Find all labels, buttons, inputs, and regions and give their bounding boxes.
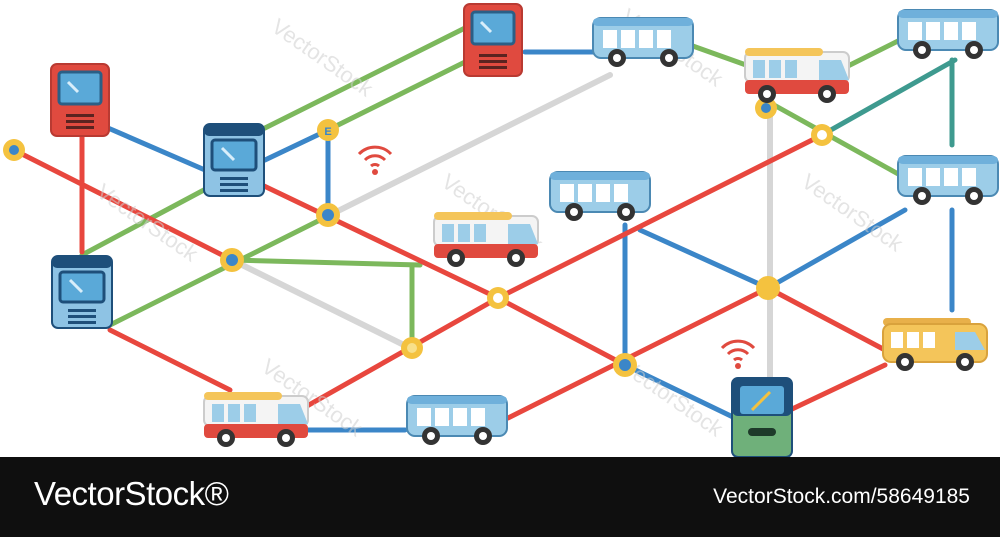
footer-bar: VectorStock® VectorStock.com/58649185 bbox=[0, 457, 1000, 537]
station-node-icon bbox=[220, 248, 244, 272]
station-node-icon bbox=[613, 353, 637, 377]
bus-side-icon bbox=[549, 171, 651, 222]
svg-text:VectorStock: VectorStock bbox=[267, 14, 378, 102]
bus-side-icon bbox=[203, 391, 309, 448]
bus-side-icon bbox=[744, 47, 850, 104]
station-node-icon bbox=[756, 276, 780, 300]
station-node-icon bbox=[3, 139, 25, 161]
bus-front-icon bbox=[49, 62, 111, 138]
svg-text:VectorStock: VectorStock bbox=[797, 169, 908, 257]
transport-network-illustration: VectorStock VectorStock VectorStock Vect… bbox=[3, 2, 999, 457]
bus-side-icon bbox=[882, 317, 988, 372]
bus-front-icon bbox=[50, 254, 114, 330]
station-node-icon bbox=[755, 97, 777, 119]
brand-logo-text: VectorStock® bbox=[34, 475, 229, 512]
svg-text:VectorStock: VectorStock bbox=[92, 179, 203, 267]
bus-front-icon bbox=[202, 122, 266, 198]
bus-side-icon bbox=[897, 9, 999, 60]
station-node-icon bbox=[316, 203, 340, 227]
e-station-icon: E bbox=[317, 119, 339, 141]
bus-front-icon bbox=[462, 2, 524, 78]
bus-side-icon bbox=[406, 395, 508, 446]
station-node-icon bbox=[401, 337, 423, 359]
bus-side-icon bbox=[433, 211, 539, 268]
route-lines bbox=[11, 25, 958, 433]
wifi-icon bbox=[357, 145, 393, 177]
station-node-icon bbox=[811, 124, 833, 146]
image-url: VectorStock.com/58649185 bbox=[713, 485, 970, 508]
station-nodes: E bbox=[3, 97, 833, 377]
bus-side-icon bbox=[897, 155, 999, 206]
vehicles bbox=[49, 2, 999, 457]
bus-front-icon bbox=[731, 377, 793, 457]
station-node-icon bbox=[487, 287, 509, 309]
svg-text:E: E bbox=[324, 126, 331, 138]
wifi-icon bbox=[720, 339, 756, 371]
